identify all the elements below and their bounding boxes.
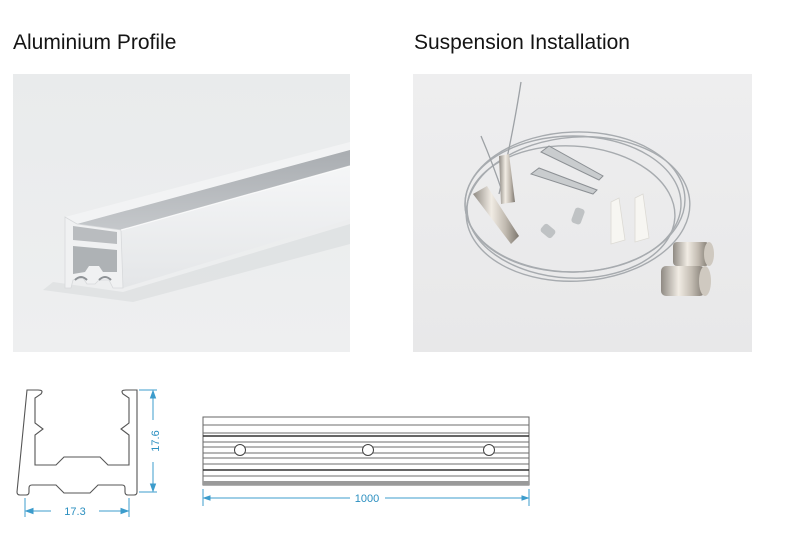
suspension-title: Suspension Installation [414,31,630,54]
suspension-photo [413,74,752,352]
width-dimension-label: 17.3 [64,506,85,518]
profile-photo [13,74,350,352]
cross-section-drawing: 17.6 17.3 [15,380,175,530]
length-dimension-label: 1000 [355,493,379,505]
profile-title: Aluminium Profile [13,31,177,54]
height-dimension-label: 17.6 [150,430,162,451]
side-view-drawing: 1000 [200,412,535,517]
